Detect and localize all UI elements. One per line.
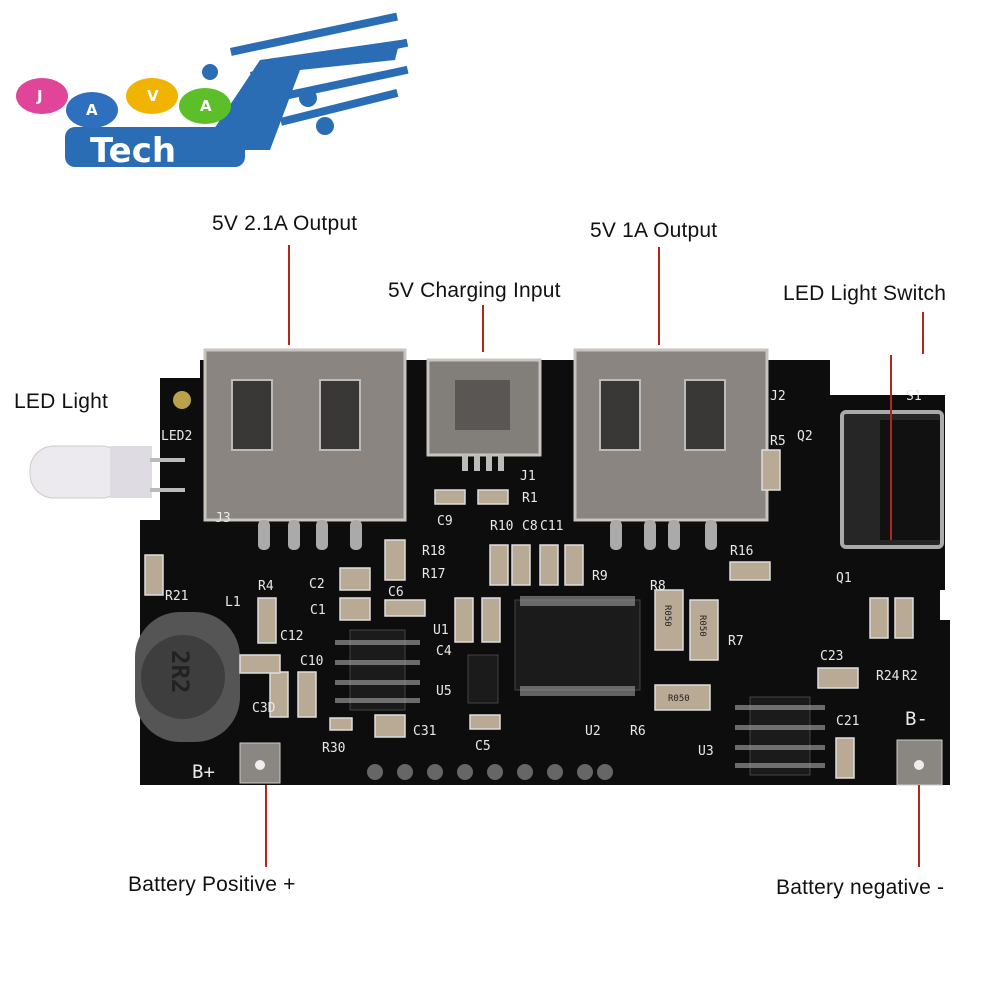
silk-label: R18 xyxy=(422,544,445,559)
silk-label: Q1 xyxy=(836,571,852,586)
battery-negative-pad xyxy=(896,739,943,786)
ic-pins xyxy=(335,596,825,768)
silk-label: LED2 xyxy=(161,429,192,444)
silk-label: S1 xyxy=(906,389,922,404)
silk-label: R17 xyxy=(422,567,445,582)
silk-label: R30 xyxy=(322,741,345,756)
silk-label: Q2 xyxy=(797,429,813,444)
silk-label: C21 xyxy=(836,714,859,729)
logo-bubble-v xyxy=(126,78,178,114)
header-pins xyxy=(367,764,613,780)
ic-u3 xyxy=(749,696,811,776)
silk-label: U2 xyxy=(585,724,601,739)
logo-letter: V xyxy=(147,87,159,105)
silk-label: R6 xyxy=(630,724,646,739)
label-charging-input: 5V Charging Input xyxy=(388,279,561,302)
ic-u2 xyxy=(514,599,641,691)
resistor-marking: R050 xyxy=(662,605,672,627)
logo: Tech J A V A xyxy=(16,12,409,171)
callout-line-battery-positive xyxy=(265,785,267,867)
label-2-1a-output: 5V 2.1A Output xyxy=(212,212,358,235)
silk-label: R10 xyxy=(490,519,513,534)
silk-label: C6 xyxy=(388,585,404,600)
silkscreen-labels: LED2 J3 J1 R1 C9 R10 C8 C11 J2 S1 R5 Q2 … xyxy=(161,389,928,783)
silk-label: C9 xyxy=(437,514,453,529)
usb-port-2-1a xyxy=(203,348,407,550)
silk-label: C12 xyxy=(280,629,303,644)
logo-bubble-a xyxy=(66,92,118,128)
silk-label: C8 xyxy=(522,519,538,534)
led-light-switch xyxy=(840,410,944,549)
silk-label: C4 xyxy=(436,644,452,659)
callout-line-battery-negative xyxy=(918,785,920,867)
led-light xyxy=(29,445,185,499)
ic-u5 xyxy=(349,629,406,711)
silk-label: J3 xyxy=(215,511,231,526)
label-led-light-switch: LED Light Switch xyxy=(783,282,947,305)
silk-label: R21 xyxy=(165,589,188,604)
callout-line-led-switch xyxy=(922,312,924,354)
logo-tech-banner xyxy=(65,127,245,167)
usb-port-1a xyxy=(573,348,769,550)
silk-label: C3D xyxy=(252,701,276,716)
label-battery-positive: Battery Positive + xyxy=(128,873,296,896)
silk-label: R2 xyxy=(902,669,918,684)
pcb-board xyxy=(140,360,950,785)
silk-label: B+ xyxy=(192,761,215,783)
logo-bubble-a2 xyxy=(179,88,231,124)
silk-label: C31 xyxy=(413,724,436,739)
silk-label: J2 xyxy=(770,389,786,404)
silk-label: R16 xyxy=(730,544,753,559)
smd-components xyxy=(144,449,914,779)
callout-line-2-1a-output xyxy=(288,245,290,345)
silk-label: R9 xyxy=(592,569,608,584)
silk-label: B- xyxy=(905,708,928,730)
silk-label: L1 xyxy=(225,595,241,610)
logo-bubble-j xyxy=(16,78,68,114)
silk-label: C2 xyxy=(309,577,325,592)
inductor-marking: 2R2 xyxy=(166,650,194,693)
silk-label: J1 xyxy=(520,469,536,484)
silk-label: R8 xyxy=(650,579,666,594)
silk-label: C1 xyxy=(310,603,326,618)
resistor-marking: R050 xyxy=(697,615,707,637)
silk-label: C5 xyxy=(475,739,491,754)
label-led-light: LED Light xyxy=(14,390,109,413)
silk-label: U3 xyxy=(698,744,714,759)
silk-label: R4 xyxy=(258,579,274,594)
logo-letter: A xyxy=(86,101,98,119)
silk-label: R1 xyxy=(522,491,538,506)
battery-negative-hole xyxy=(914,760,924,770)
micro-usb-charging-port xyxy=(426,358,542,471)
silk-label: C11 xyxy=(540,519,563,534)
silk-label: C10 xyxy=(300,654,323,669)
label-battery-negative: Battery negative - xyxy=(776,876,945,899)
callout-line-charging-input xyxy=(482,305,484,352)
callout-line-1a-output xyxy=(658,247,660,345)
battery-positive-pad xyxy=(239,742,281,784)
resistor-marking: R050 xyxy=(668,694,690,704)
mounting-pad xyxy=(173,391,191,409)
silk-label: R7 xyxy=(728,634,744,649)
logo-letter: J xyxy=(36,87,43,105)
silk-label: U1 xyxy=(433,623,449,638)
logo-hand-graphic xyxy=(200,12,409,150)
battery-positive-hole xyxy=(255,760,265,770)
callout-line-led-switch-inner xyxy=(890,355,892,540)
silk-label: C23 xyxy=(820,649,843,664)
inductor-l1 xyxy=(135,612,240,742)
label-1a-output: 5V 1A Output xyxy=(590,219,718,242)
logo-tech-text: Tech xyxy=(90,131,176,171)
ic-u1 xyxy=(467,654,499,704)
silk-label: U5 xyxy=(436,684,452,699)
silk-label: R5 xyxy=(770,434,786,449)
logo-letter: A xyxy=(200,97,212,115)
silk-label: R24 xyxy=(876,669,900,684)
